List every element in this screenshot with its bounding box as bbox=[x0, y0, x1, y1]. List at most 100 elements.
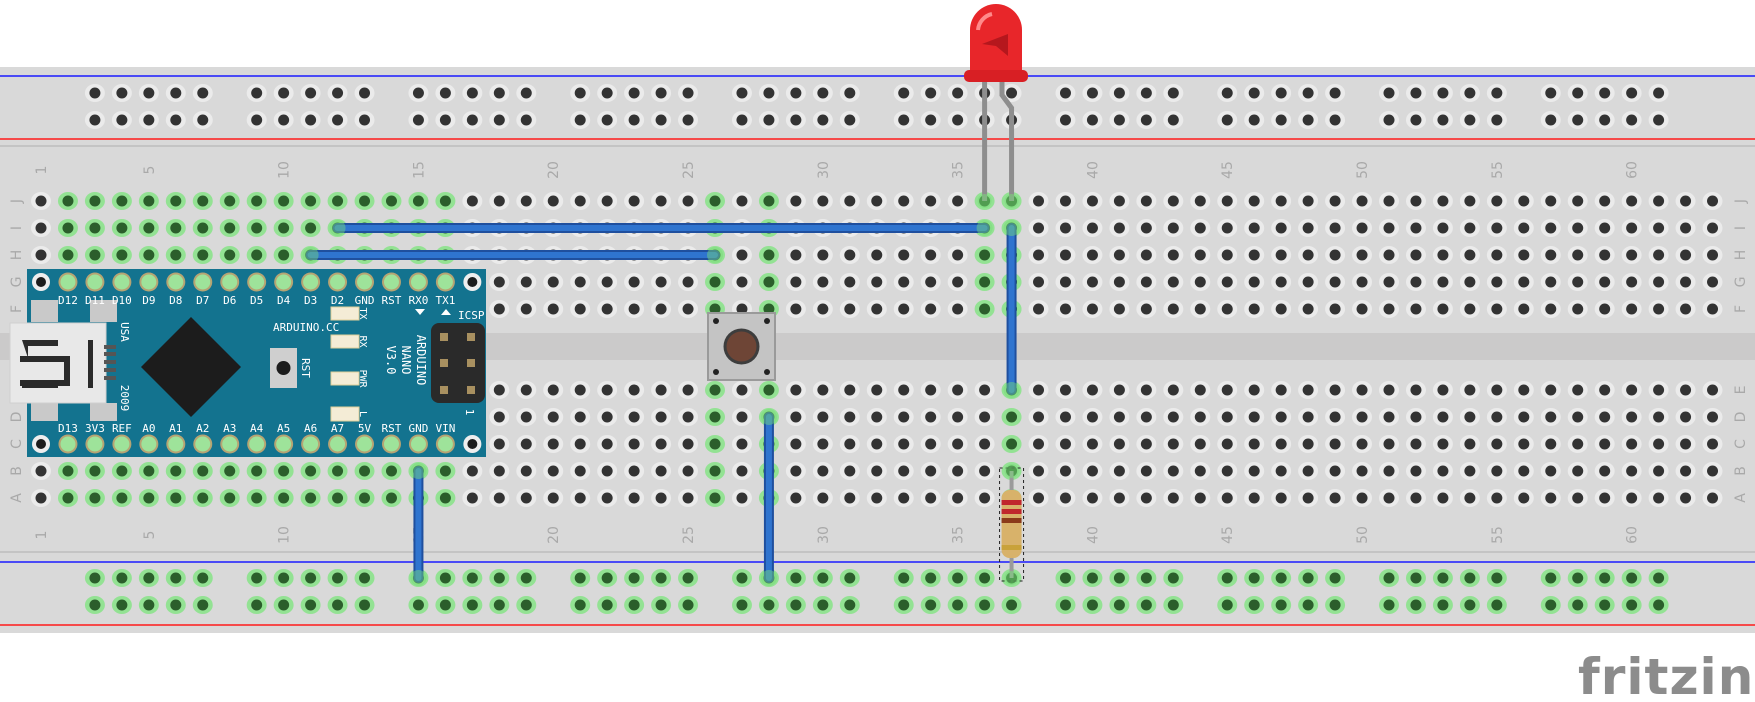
pin-d4[interactable] bbox=[274, 272, 294, 292]
power-rail-hole[interactable] bbox=[758, 111, 779, 129]
power-rail-hole[interactable] bbox=[839, 111, 860, 129]
power-rail-hole[interactable] bbox=[1379, 111, 1399, 129]
power-rail-hole[interactable] bbox=[111, 596, 132, 614]
power-rail-hole[interactable] bbox=[300, 596, 321, 614]
hole-B34[interactable] bbox=[920, 462, 941, 480]
hole-I55[interactable] bbox=[1486, 219, 1507, 237]
hole-B6[interactable] bbox=[165, 462, 186, 480]
hole-F56[interactable] bbox=[1513, 300, 1534, 318]
hole-F50[interactable] bbox=[1352, 300, 1373, 318]
hole-J56[interactable] bbox=[1513, 192, 1534, 210]
power-rail-hole[interactable] bbox=[1082, 569, 1103, 587]
power-rail-hole[interactable] bbox=[1648, 569, 1669, 587]
power-rail-hole[interactable] bbox=[1163, 569, 1184, 587]
hole-A22[interactable] bbox=[597, 489, 618, 507]
hole-B61[interactable] bbox=[1648, 462, 1669, 480]
hole-J20[interactable] bbox=[543, 192, 564, 210]
power-rail-hole[interactable] bbox=[678, 84, 699, 102]
hole-A49[interactable] bbox=[1325, 489, 1346, 507]
hole-E62[interactable] bbox=[1675, 381, 1696, 399]
hole-E27[interactable] bbox=[731, 381, 752, 399]
hole-A5[interactable] bbox=[138, 489, 159, 507]
pin-a6[interactable] bbox=[301, 434, 321, 454]
power-rail-hole[interactable] bbox=[920, 111, 941, 129]
hole-I43[interactable] bbox=[1163, 219, 1184, 237]
power-rail-hole[interactable] bbox=[1540, 84, 1561, 102]
power-rail-hole[interactable] bbox=[489, 569, 510, 587]
hole-B47[interactable] bbox=[1271, 462, 1292, 480]
hole-G24[interactable] bbox=[651, 273, 672, 291]
hole-B46[interactable] bbox=[1244, 462, 1265, 480]
hole-A12[interactable] bbox=[327, 489, 348, 507]
hole-E26[interactable] bbox=[705, 381, 725, 399]
hole-J16[interactable] bbox=[435, 192, 456, 210]
hole-D32[interactable] bbox=[866, 408, 887, 426]
hole-H54[interactable] bbox=[1459, 246, 1480, 264]
power-rail-hole[interactable] bbox=[111, 111, 132, 129]
hole-A48[interactable] bbox=[1298, 489, 1319, 507]
hole-G31[interactable] bbox=[839, 273, 860, 291]
hole-B7[interactable] bbox=[192, 462, 213, 480]
power-rail-hole[interactable] bbox=[1621, 596, 1642, 614]
hole-D45[interactable] bbox=[1217, 408, 1238, 426]
power-rail-hole[interactable] bbox=[138, 84, 159, 102]
hole-E24[interactable] bbox=[651, 381, 672, 399]
hole-A32[interactable] bbox=[866, 489, 887, 507]
hole-G42[interactable] bbox=[1136, 273, 1157, 291]
hole-G30[interactable] bbox=[812, 273, 833, 291]
hole-E48[interactable] bbox=[1298, 381, 1319, 399]
hole-B49[interactable] bbox=[1325, 462, 1346, 480]
power-rail-hole[interactable] bbox=[1567, 84, 1588, 102]
hole-A3[interactable] bbox=[84, 489, 105, 507]
hole-D35[interactable] bbox=[947, 408, 968, 426]
power-rail-hole[interactable] bbox=[1244, 84, 1265, 102]
hole-B48[interactable] bbox=[1298, 462, 1319, 480]
hole-D24[interactable] bbox=[651, 408, 672, 426]
power-rail-hole[interactable] bbox=[327, 84, 348, 102]
power-rail-hole[interactable] bbox=[1594, 596, 1615, 614]
power-rail-hole[interactable] bbox=[1405, 84, 1426, 102]
power-rail-hole[interactable] bbox=[1271, 596, 1292, 614]
hole-E34[interactable] bbox=[920, 381, 941, 399]
power-rail-hole[interactable] bbox=[785, 111, 806, 129]
hole-D40[interactable] bbox=[1082, 408, 1103, 426]
hole-H61[interactable] bbox=[1648, 246, 1669, 264]
hole-B32[interactable] bbox=[866, 462, 887, 480]
power-rail-hole[interactable] bbox=[1109, 569, 1130, 587]
power-rail-hole[interactable] bbox=[1459, 111, 1480, 129]
hole-A45[interactable] bbox=[1217, 489, 1238, 507]
hole-J11[interactable] bbox=[300, 192, 321, 210]
hole-J15[interactable] bbox=[408, 192, 429, 210]
hole-I52[interactable] bbox=[1405, 219, 1426, 237]
pin-d13[interactable] bbox=[58, 434, 78, 454]
power-rail-hole[interactable] bbox=[947, 569, 968, 587]
power-rail-hole[interactable] bbox=[1648, 84, 1669, 102]
hole-G36[interactable] bbox=[974, 273, 995, 291]
hole-G57[interactable] bbox=[1540, 273, 1561, 291]
hole-B14[interactable] bbox=[381, 462, 402, 480]
hole-J22[interactable] bbox=[597, 192, 618, 210]
hole-A57[interactable] bbox=[1540, 489, 1561, 507]
hole-A53[interactable] bbox=[1432, 489, 1453, 507]
hole-E53[interactable] bbox=[1432, 381, 1453, 399]
hole-F24[interactable] bbox=[651, 300, 672, 318]
power-rail-hole[interactable] bbox=[947, 111, 968, 129]
power-rail-hole[interactable] bbox=[1486, 569, 1507, 587]
power-rail-hole[interactable] bbox=[489, 596, 510, 614]
hole-E31[interactable] bbox=[839, 381, 860, 399]
power-rail-hole[interactable] bbox=[1621, 84, 1642, 102]
hole-F62[interactable] bbox=[1675, 300, 1696, 318]
hole-A19[interactable] bbox=[516, 489, 537, 507]
hole-A34[interactable] bbox=[920, 489, 941, 507]
hole-B51[interactable] bbox=[1379, 462, 1399, 480]
power-rail-hole[interactable] bbox=[947, 84, 968, 102]
power-rail-hole[interactable] bbox=[462, 84, 483, 102]
hole-C57[interactable] bbox=[1540, 435, 1561, 453]
hole-J58[interactable] bbox=[1567, 192, 1588, 210]
hole-G32[interactable] bbox=[866, 273, 887, 291]
hole-A62[interactable] bbox=[1675, 489, 1696, 507]
hole-J24[interactable] bbox=[651, 192, 672, 210]
power-rail-hole[interactable] bbox=[1540, 111, 1561, 129]
hole-B45[interactable] bbox=[1217, 462, 1238, 480]
hole-B62[interactable] bbox=[1675, 462, 1696, 480]
